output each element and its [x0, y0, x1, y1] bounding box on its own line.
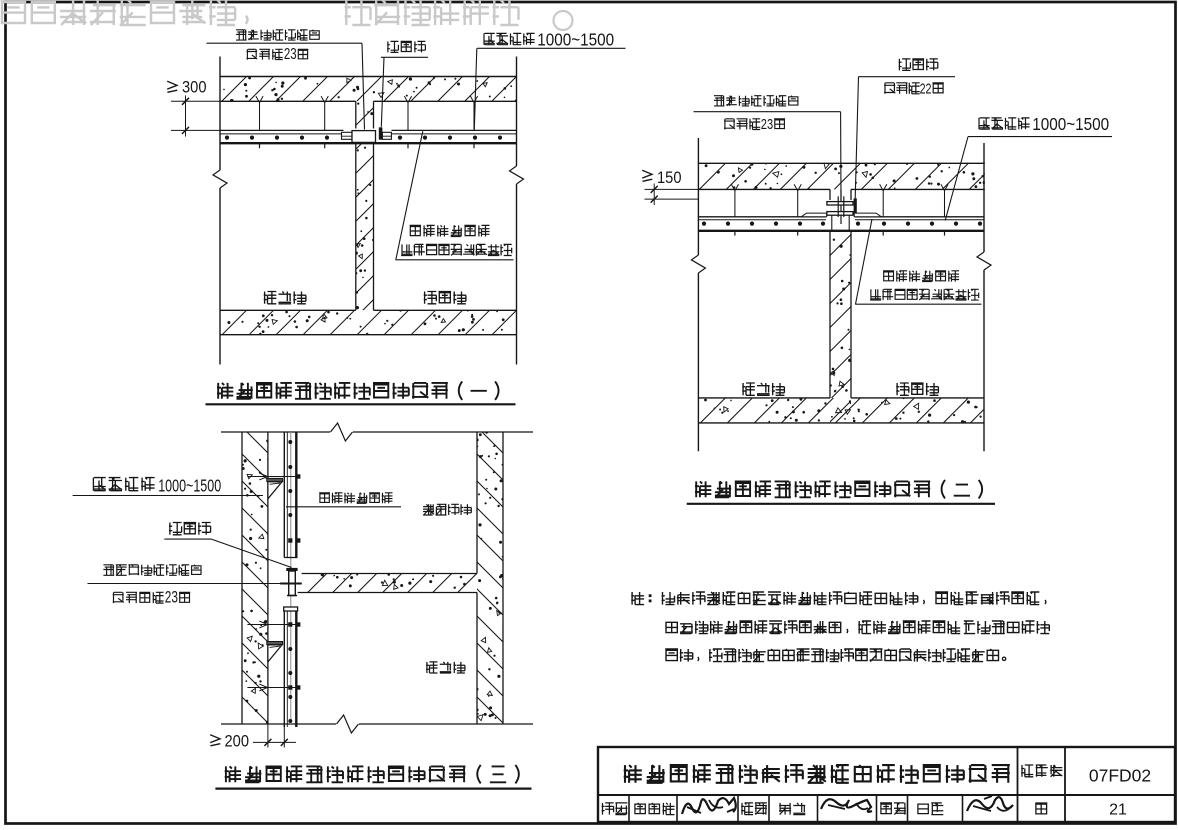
svg-text:1000~1500: 1000~1500: [1032, 114, 1109, 134]
svg-text:150: 150: [657, 168, 682, 187]
svg-text:23: 23: [761, 116, 773, 133]
svg-text:1000~1500: 1000~1500: [158, 476, 221, 496]
svg-text:300: 300: [182, 78, 207, 97]
svg-text:200: 200: [225, 732, 250, 751]
svg-text:07FD02: 07FD02: [1089, 766, 1151, 786]
svg-text:1000~1500: 1000~1500: [537, 30, 614, 50]
svg-text:21: 21: [1109, 802, 1127, 819]
svg-text:22: 22: [920, 81, 932, 97]
svg-text:23: 23: [165, 589, 178, 607]
svg-text:23: 23: [284, 46, 297, 63]
